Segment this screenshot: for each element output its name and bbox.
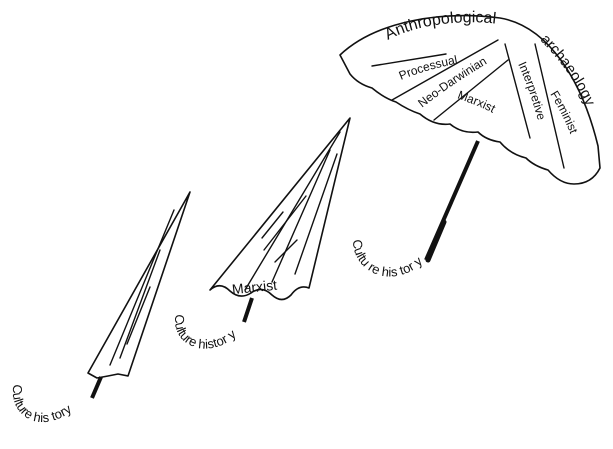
small-umbrella-rib [110,210,174,365]
medium-umbrella-canopy [210,118,350,300]
large-umbrella-handle-label: Cultu re his tor y [350,239,426,280]
large-open-umbrella: Anthropological archaeology Processual N… [340,9,600,279]
small-umbrella-shaft [92,377,101,398]
medium-umbrella-handle-label: Culture histor y [172,314,239,352]
large-umbrella-handle [428,222,444,260]
medium-umbrella-shaft [244,298,252,322]
medium-closed-umbrella: Marxist Culture histor y [172,118,350,352]
small-closed-umbrella: Culture his tory [10,192,190,425]
small-umbrella-canopy [88,192,190,378]
small-umbrella-handle-label: Culture his tory [10,384,75,426]
